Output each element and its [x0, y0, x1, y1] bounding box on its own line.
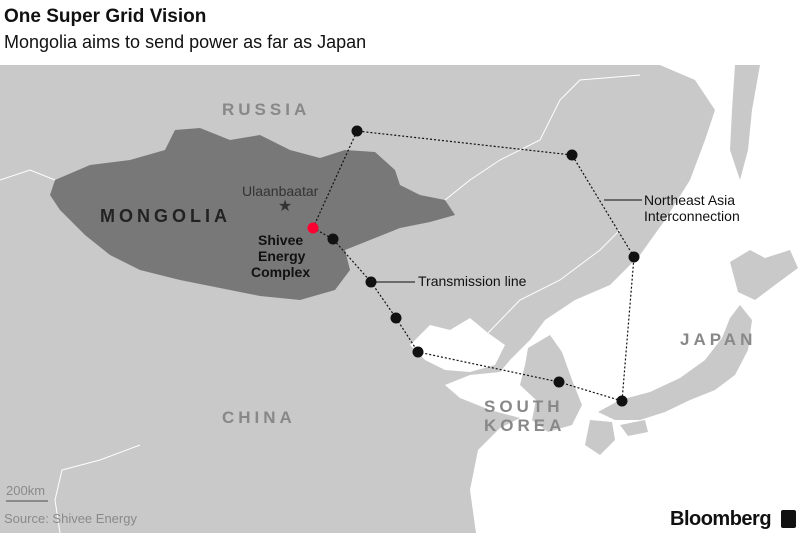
label-south-korea-2: KOREA	[484, 416, 566, 435]
node	[365, 276, 377, 288]
kyushu-land	[585, 420, 615, 455]
node	[327, 233, 339, 245]
label-south-korea-1: SOUTH	[484, 397, 564, 416]
label-shivee-2: Energy	[258, 248, 306, 264]
source-note: Source: Shivee Energy	[4, 511, 137, 526]
bloomberg-chart-icon	[781, 510, 796, 528]
sakhalin-land	[730, 65, 760, 180]
label-northeast-1: Northeast Asia	[644, 192, 736, 208]
star-icon: ★	[278, 198, 292, 215]
bohai-sea	[410, 318, 505, 372]
chart-subtitle: Mongolia aims to send power as far as Ja…	[4, 32, 367, 52]
node	[566, 149, 578, 161]
label-mongolia: MONGOLIA	[100, 206, 231, 226]
node	[553, 376, 565, 388]
label-northeast-2: Interconnection	[644, 208, 740, 224]
node	[390, 312, 402, 324]
label-shivee-3: Complex	[251, 264, 311, 280]
chart-title: One Super Grid Vision	[4, 6, 207, 27]
mongolia-land	[50, 128, 455, 300]
label-transmission-line: Transmission line	[418, 273, 527, 289]
honshu-land	[598, 305, 752, 420]
korea-land	[520, 335, 582, 432]
shivee-origin-marker	[307, 222, 319, 234]
node	[412, 346, 424, 358]
node	[616, 395, 628, 407]
label-japan: JAPAN	[680, 330, 757, 349]
shikoku-land	[620, 420, 648, 436]
label-russia: RUSSIA	[222, 100, 311, 119]
hokkaido-land	[730, 250, 798, 300]
scale-bar	[6, 500, 48, 502]
label-china: CHINA	[222, 408, 296, 427]
node	[351, 125, 363, 137]
nodes	[327, 125, 640, 407]
label-ulaanbaatar: Ulaanbaatar	[242, 183, 319, 199]
scale-label: 200km	[6, 483, 46, 498]
label-shivee-1: Shivee	[258, 232, 304, 248]
borders	[0, 74, 641, 533]
node	[628, 251, 640, 263]
bloomberg-logo: Bloomberg	[670, 508, 772, 530]
